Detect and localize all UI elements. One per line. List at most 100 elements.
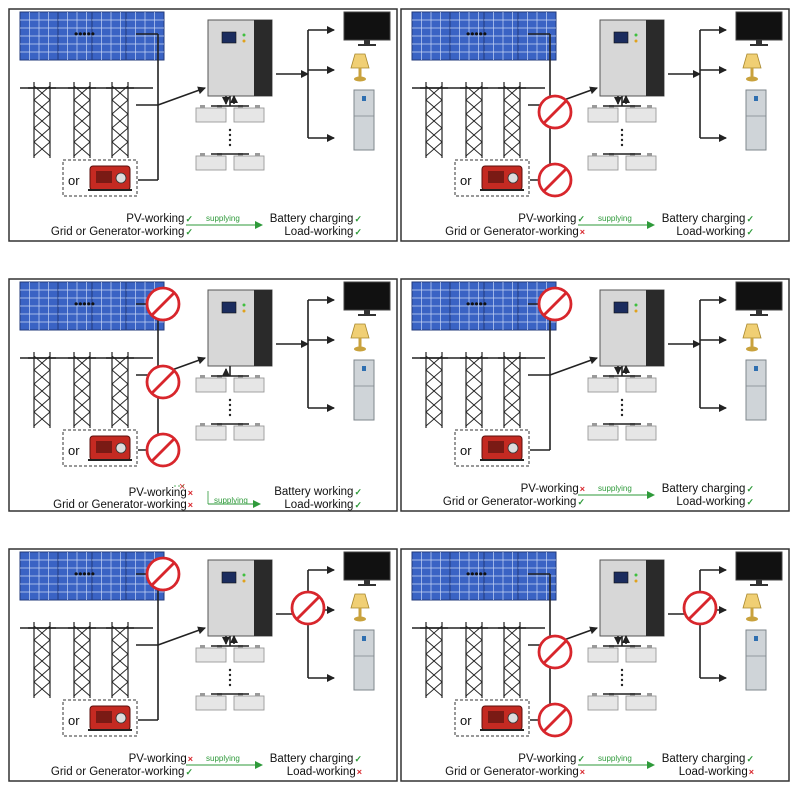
- battery-body: [195, 695, 227, 711]
- check-icon: ✓: [185, 227, 193, 237]
- inverter-icon: [207, 559, 273, 637]
- grid-working-label: Grid or Generator-working: [53, 499, 187, 511]
- pylon-brace: [33, 681, 51, 697]
- pylon-brace: [465, 653, 483, 669]
- load-working-label: Load-working: [284, 226, 354, 238]
- prohibited-slash: [296, 596, 320, 620]
- prohibited-slash: [151, 292, 175, 316]
- pylon-brace: [73, 85, 91, 101]
- cross-icon: ×: [187, 500, 193, 510]
- ellipsis-dots: •••••: [74, 297, 95, 311]
- pylon-brace: [73, 653, 91, 669]
- stack-dot: [228, 413, 232, 417]
- pylon-brace: [425, 411, 443, 427]
- battery-terminal: [592, 105, 597, 108]
- battery-terminal: [255, 153, 260, 156]
- pylon-brace: [425, 397, 443, 413]
- pylon-brace: [503, 99, 521, 115]
- battery-body: [587, 647, 619, 663]
- load-status: Load-working×: [679, 766, 754, 778]
- pylon-brace: [465, 667, 483, 683]
- generator-dial: [507, 442, 519, 454]
- generator-icon: [88, 165, 132, 191]
- inverter-side: [254, 290, 272, 366]
- generator-dial: [115, 442, 127, 454]
- pylon-brace: [503, 625, 521, 641]
- battery-terminal: [200, 375, 205, 378]
- pylon-brace: [111, 639, 129, 655]
- generator-engine: [96, 171, 112, 183]
- ellipsis-dots: •••••: [466, 567, 487, 581]
- battery-body: [625, 647, 657, 663]
- pylon-brace: [73, 625, 91, 641]
- or-label: or: [460, 713, 472, 728]
- battery-terminal: [200, 423, 205, 426]
- solar-panel-icon: [57, 281, 97, 331]
- lamp-base: [746, 76, 758, 82]
- tv-screen: [735, 11, 783, 41]
- battery-body: [233, 377, 265, 393]
- pylon-brace: [465, 369, 483, 385]
- power-pylon-icon: [28, 82, 56, 158]
- tv-screen: [735, 281, 783, 311]
- solar-panel-icon: [57, 11, 97, 61]
- stack-dot: [228, 408, 232, 412]
- pylon-brace: [111, 653, 129, 669]
- power-pylon-icon: [68, 352, 96, 428]
- pv-working-label: PV-working: [128, 753, 187, 765]
- tv-stand: [750, 314, 768, 316]
- inverter-led: [634, 579, 638, 583]
- pylon-brace: [465, 85, 483, 101]
- battery-body: [233, 647, 265, 663]
- grid-working-status: Grid or Generator-working×: [53, 499, 193, 511]
- grid-working-label: Grid or Generator-working: [445, 226, 579, 238]
- pylon-brace: [503, 355, 521, 371]
- pylon-brace: [465, 99, 483, 115]
- pylon-brace: [503, 113, 521, 129]
- check-icon: ✓: [577, 214, 585, 224]
- battery-body: [587, 377, 619, 393]
- prohibited-slash: [543, 100, 567, 124]
- prohibited-generator-icon: [537, 162, 573, 198]
- battery-icon: [233, 153, 265, 171]
- tv-neck: [364, 40, 370, 44]
- pylon-brace: [465, 383, 483, 399]
- television-icon: [735, 551, 783, 586]
- solar-panel-icon: [91, 11, 131, 61]
- load-working-label: Load-working: [284, 499, 354, 511]
- lamp-stem: [750, 608, 754, 618]
- battery-status: Battery charging✓: [270, 213, 362, 225]
- tv-stand: [750, 584, 768, 586]
- pylon-brace: [73, 681, 91, 697]
- battery-terminal: [255, 105, 260, 108]
- inverter-led: [242, 303, 246, 307]
- battery-body: [195, 377, 227, 393]
- battery-terminal: [592, 375, 597, 378]
- battery-terminal: [647, 153, 652, 156]
- load-working-label: Load-working: [678, 766, 748, 778]
- inverter-icon: [599, 289, 665, 367]
- pylon-brace: [73, 113, 91, 129]
- inverter-led: [242, 309, 246, 313]
- battery-body: [625, 695, 657, 711]
- system-schematic: •••••: [19, 11, 391, 197]
- check-icon: ✓: [185, 214, 193, 224]
- fridge-body: [353, 89, 375, 151]
- pv-working-status: PV-working✓: [518, 213, 585, 225]
- battery-terminal: [647, 423, 652, 426]
- inverter-led: [634, 33, 638, 37]
- battery-icon: [195, 105, 227, 123]
- lamp-base: [354, 616, 366, 622]
- stack-dot: [228, 403, 232, 407]
- pylon-brace: [33, 127, 51, 143]
- refrigerator-icon: [745, 359, 767, 421]
- solar-panel-icon: [19, 551, 59, 601]
- inverter-led: [242, 39, 246, 43]
- lamp-shade: [350, 53, 370, 69]
- battery-icon: [625, 105, 657, 123]
- power-pylon-icon: [420, 82, 448, 158]
- check-icon: ✓: [746, 754, 754, 764]
- prohibited-slash: [543, 292, 567, 316]
- solar-panel-icon: [91, 551, 131, 601]
- fridge-panel: [362, 636, 366, 641]
